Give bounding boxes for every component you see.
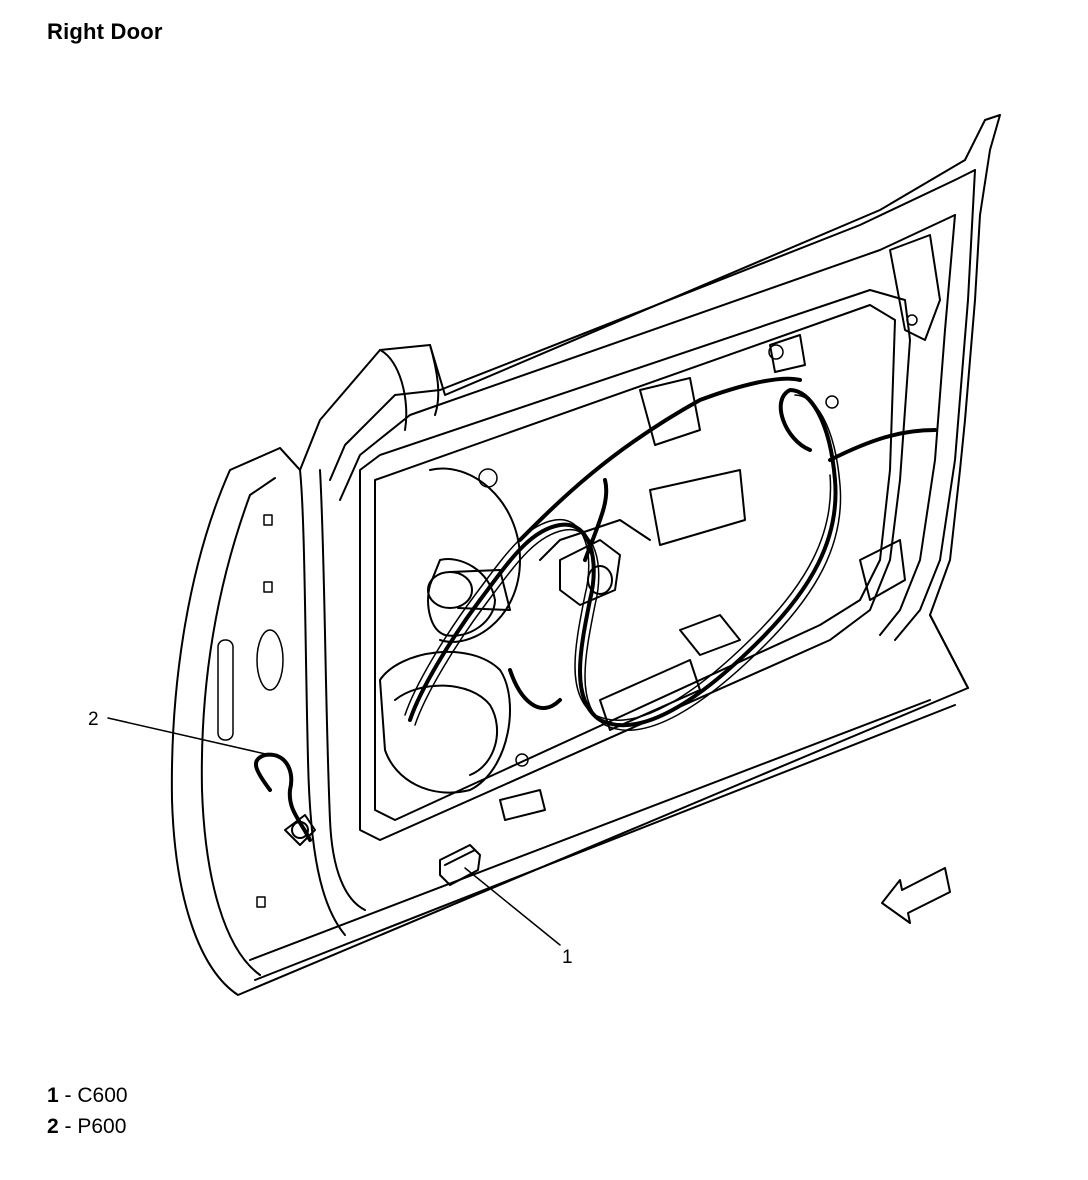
door-outer-shell xyxy=(170,114,1001,996)
pass-through-p600 xyxy=(284,814,316,846)
legend-code: C600 xyxy=(77,1084,128,1107)
front-arrow-icon xyxy=(881,867,951,924)
callout-leader-1 xyxy=(464,867,561,946)
legend-code: P600 xyxy=(77,1115,127,1138)
legend-separator: - xyxy=(58,1084,78,1107)
callout-leader-2 xyxy=(107,717,271,756)
harness-sheath xyxy=(404,394,842,731)
page-title: Right Door xyxy=(47,19,163,44)
window-motor xyxy=(427,565,613,611)
legend-row: 2 - P600 xyxy=(47,1111,128,1142)
legend-number: 1 xyxy=(47,1084,59,1107)
wiring-harness xyxy=(254,376,937,842)
inner-panel xyxy=(359,234,941,841)
legend-number: 2 xyxy=(47,1115,59,1138)
callout-number-2: 2 xyxy=(88,709,99,730)
legend-separator: - xyxy=(58,1115,78,1138)
legend: 1 - C600 2 - P600 xyxy=(47,1080,128,1142)
callout-number-1: 1 xyxy=(562,947,573,968)
mounting-holes xyxy=(217,314,918,908)
connector-c600 xyxy=(439,844,481,886)
legend-row: 1 - C600 xyxy=(47,1080,128,1111)
